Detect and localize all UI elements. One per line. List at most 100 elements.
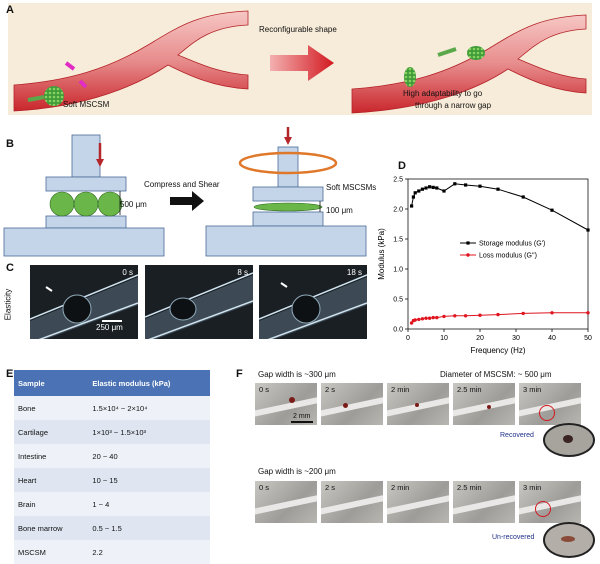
transition-arrow <box>270 45 334 81</box>
magenta-arrow <box>78 79 88 89</box>
legend-marker <box>466 241 470 245</box>
gap-100-label: 100 μm <box>326 206 353 215</box>
time-label: 2.5 min <box>457 483 482 492</box>
x-tick-label: 40 <box>548 335 556 342</box>
x-tick-label: 30 <box>512 335 520 342</box>
frame-row2: 3 min <box>519 481 581 523</box>
soft-mscsm-label: Soft MSCSM <box>63 100 110 109</box>
data-point <box>427 316 432 320</box>
vessel-right <box>351 14 587 114</box>
y-tick-label: 0.5 <box>393 297 403 304</box>
x-axis-label: Frequency (Hz) <box>470 346 525 355</box>
mscsm-zoomed <box>563 435 573 443</box>
data-point <box>478 313 482 317</box>
table-header-sample: Sample <box>14 370 89 396</box>
frame-row2: 0 s <box>255 481 317 523</box>
plot-frame <box>407 178 589 330</box>
legend-label: Loss modulus (G'') <box>479 253 537 260</box>
table-cell: 0.5 ~ 1.5 <box>88 516 210 540</box>
table-cell: Brain <box>14 492 89 516</box>
mscsm-dot <box>415 403 419 407</box>
table-cell: Cartilage <box>14 420 89 444</box>
data-point <box>550 311 554 315</box>
diameter-label: Diameter of MSCSM: ~ 500 μm <box>440 370 552 379</box>
data-point <box>431 315 435 320</box>
data-point <box>424 186 428 190</box>
micrograph-8s: 8 s <box>145 265 253 339</box>
micrograph-scene <box>30 274 138 339</box>
micrograph-0s: 0 s 250 μm <box>30 265 138 339</box>
data-point <box>409 321 414 325</box>
data-point <box>442 314 446 319</box>
data-point <box>463 314 468 318</box>
mscsm-sphere <box>73 191 99 217</box>
legend-marker <box>466 253 470 257</box>
vessel-left <box>13 10 249 112</box>
zoom-inset-unrecovered <box>543 522 595 558</box>
green-arrow <box>27 95 45 102</box>
zoom-inset-recovered <box>543 423 595 457</box>
x-tick-label: 0 <box>406 335 410 342</box>
y-axis-label: Modulus (kPa) <box>377 228 386 280</box>
data-point <box>435 315 439 320</box>
force-arrow-head <box>284 137 292 145</box>
series-line <box>411 183 589 231</box>
frame-row1: 2 min <box>387 383 449 425</box>
time-label: 2 min <box>391 483 410 492</box>
table-cell: 2.2 <box>88 540 210 564</box>
micrograph-18s: 18 s <box>259 265 367 339</box>
panel-label-b: B <box>6 138 14 150</box>
data-point <box>521 195 525 199</box>
data-point <box>442 189 446 193</box>
panel-label-c: C <box>6 262 14 274</box>
base-left <box>3 227 165 257</box>
table-cell: Bone marrow <box>14 516 89 540</box>
gap-200-title: Gap width is ~200 μm <box>258 467 336 476</box>
data-point <box>417 317 421 322</box>
time-label: 0 s <box>259 483 270 492</box>
recovered-label: Recovered <box>500 432 534 439</box>
data-point <box>521 311 525 316</box>
elasticity-label: Elasticity <box>3 288 13 321</box>
frame-row1: 2 s <box>321 383 383 425</box>
table-cell: Heart <box>14 468 89 492</box>
mscsm-flattened <box>253 202 323 212</box>
time-label: 2 s <box>325 483 336 492</box>
mscsm-sphere <box>97 191 123 217</box>
data-point <box>464 183 468 187</box>
table-cell: 1 ~ 4 <box>88 492 210 516</box>
data-point <box>420 187 424 191</box>
time-label: 2 s <box>325 385 336 394</box>
gap-500-label: 500 μm <box>120 200 147 209</box>
data-point <box>413 318 417 322</box>
scale-bar-label: 250 μm <box>96 323 123 332</box>
panel-b-illustration <box>3 127 367 257</box>
time-label: 8 s <box>237 268 248 277</box>
table-cell: 1×10³ ~ 1.5×10³ <box>88 420 210 444</box>
table-cell: 1.5×10⁴ ~ 2×10⁴ <box>88 396 210 420</box>
micrograph-scene <box>259 274 367 339</box>
y-tick-label: 0.0 <box>393 327 403 334</box>
y-tick-label: 1.0 <box>393 267 403 274</box>
time-label: 3 min <box>523 483 542 492</box>
y-tick-label: 2.5 <box>393 177 403 184</box>
time-label: 2.5 min <box>457 385 482 394</box>
mscsm-sphere <box>49 191 75 217</box>
data-point <box>424 316 428 320</box>
green-arrow <box>437 47 457 57</box>
scale-bar <box>291 421 313 423</box>
plate-lower <box>45 215 127 229</box>
mscsm-dot <box>289 397 295 403</box>
y-tick-label: 1.5 <box>393 237 403 244</box>
magenta-arrow <box>64 61 76 71</box>
data-point <box>586 228 590 232</box>
plate-upper <box>45 176 127 192</box>
data-point <box>550 208 554 212</box>
